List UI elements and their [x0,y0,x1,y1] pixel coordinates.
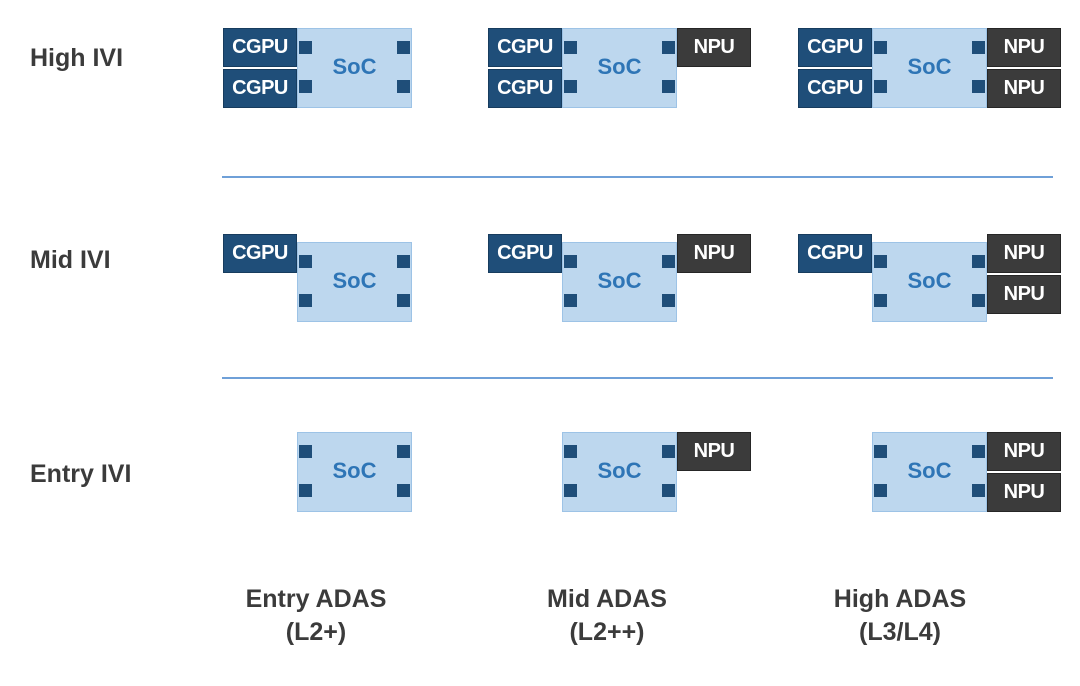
connector-pin-bl [874,484,887,497]
connector-pin-br [662,80,675,93]
soc-cell-r1c0: SoC CGPU [223,234,412,322]
connector-pin-br [397,484,410,497]
npu-block: NPU [987,69,1061,108]
col-label-line1: High ADAS [833,585,967,613]
soc-cell-r1c1: SoC CGPU NPU [488,234,751,322]
connector-pin-br [662,484,675,497]
col-label-high-adas: High ADAS (L3/L4) [780,583,1020,649]
connector-pin-tl [564,445,577,458]
col-label-line1: Mid ADAS [547,585,667,613]
col-label-line2: (L2+) [285,618,347,646]
col-label-line2: (L3/L4) [859,618,941,646]
connector-pin-bl [874,80,887,93]
npu-block: NPU [987,432,1061,471]
soc-label: SoC [907,267,952,293]
row-label-entry-ivi: Entry IVI [30,460,132,488]
connector-pin-tr [972,255,985,268]
connector-pin-tr [397,41,410,54]
soc-block: SoC [872,432,987,512]
col-label-line2: (L2++) [569,618,645,646]
npu-block: NPU [677,234,751,273]
soc-label: SoC [597,457,642,483]
connector-pin-tl [299,255,312,268]
soc-label: SoC [332,267,377,293]
npu-block: NPU [987,275,1061,314]
connector-pin-bl [299,80,312,93]
connector-pin-tr [662,445,675,458]
col-label-entry-adas: Entry ADAS (L2+) [196,583,436,649]
npu-block: NPU [677,432,751,471]
connector-pin-br [397,294,410,307]
soc-block: SoC [562,432,677,512]
connector-pin-tl [874,41,887,54]
soc-block: SoC [297,432,412,512]
connector-pin-br [972,484,985,497]
connector-pin-tr [662,41,675,54]
connector-pin-bl [564,80,577,93]
connector-pin-tl [299,445,312,458]
cgpu-block: CGPU [798,234,872,273]
connector-pin-tr [972,445,985,458]
connector-pin-br [662,294,675,307]
connector-pin-bl [299,294,312,307]
cgpu-block: CGPU [223,28,297,67]
soc-cell-r2c1: SoC NPU [562,432,751,512]
cgpu-block: CGPU [223,234,297,273]
soc-label: SoC [332,53,377,79]
cgpu-block: CGPU [798,69,872,108]
connector-pin-bl [299,484,312,497]
connector-pin-tr [972,41,985,54]
connector-pin-tl [874,255,887,268]
soc-block: SoC [562,28,677,108]
npu-block: NPU [987,234,1061,273]
cgpu-block: CGPU [488,28,562,67]
soc-label: SoC [597,53,642,79]
soc-block: SoC [297,28,412,108]
row-label-high-ivi: High IVI [30,44,124,72]
connector-pin-tr [397,445,410,458]
soc-block: SoC [872,242,987,322]
connector-pin-tl [299,41,312,54]
npu-block: NPU [987,473,1061,512]
connector-pin-br [972,80,985,93]
col-label-mid-adas: Mid ADAS (L2++) [487,583,727,649]
row-divider-top [222,176,1053,178]
soc-block: SoC [297,242,412,322]
soc-label: SoC [907,457,952,483]
soc-label: SoC [597,267,642,293]
row-divider-bottom [222,377,1053,379]
connector-pin-tl [564,255,577,268]
connector-pin-tl [564,41,577,54]
cgpu-block: CGPU [488,69,562,108]
cgpu-block: CGPU [798,28,872,67]
soc-block: SoC [562,242,677,322]
col-label-line1: Entry ADAS [245,585,387,613]
connector-pin-tr [397,255,410,268]
soc-label: SoC [332,457,377,483]
connector-pin-bl [564,294,577,307]
soc-label: SoC [907,53,952,79]
cgpu-block: CGPU [223,69,297,108]
npu-block: NPU [987,28,1061,67]
connector-pin-tr [662,255,675,268]
connector-pin-br [972,294,985,307]
npu-block: NPU [677,28,751,67]
soc-cell-r2c0: SoC [297,432,412,512]
connector-pin-br [397,80,410,93]
connector-pin-bl [564,484,577,497]
connector-pin-tl [874,445,887,458]
row-label-mid-ivi: Mid IVI [30,246,111,274]
cgpu-block: CGPU [488,234,562,273]
soc-block: SoC [872,28,987,108]
connector-pin-bl [874,294,887,307]
